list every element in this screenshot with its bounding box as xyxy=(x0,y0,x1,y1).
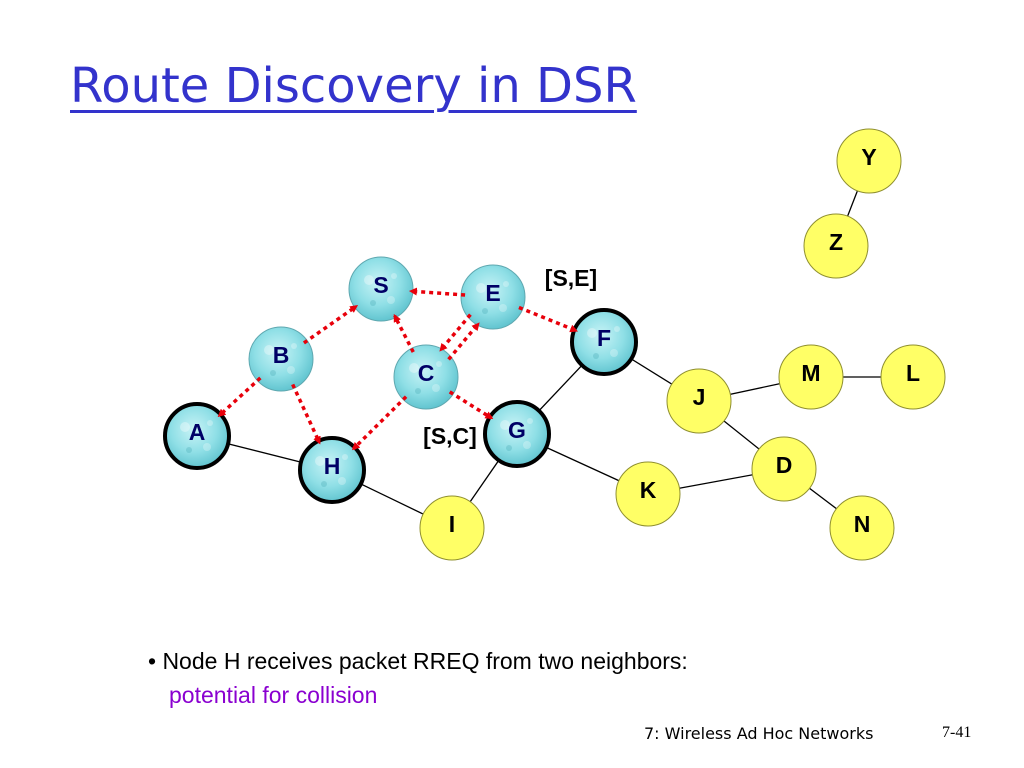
rreq-arrow-B-H xyxy=(291,383,322,445)
node-N: N xyxy=(829,495,895,561)
packet-label-1: [S,E] xyxy=(545,265,597,291)
node-L: L xyxy=(880,344,946,410)
node-I: I xyxy=(419,495,485,561)
node-G: G xyxy=(483,400,551,468)
packet-label-2: [S,C] xyxy=(423,423,477,449)
node-M: M xyxy=(778,344,844,410)
node-A: A xyxy=(163,402,231,470)
rreq-arrow-C-S xyxy=(393,313,415,353)
node-label-F: F xyxy=(597,325,611,351)
node-E: E xyxy=(460,264,526,330)
node-label-A: A xyxy=(189,419,206,445)
footer-course: 7: Wireless Ad Hoc Networks xyxy=(644,724,874,743)
node-label-Z: Z xyxy=(829,229,843,255)
node-B: B xyxy=(248,326,314,392)
node-H: H xyxy=(298,436,366,504)
node-label-H: H xyxy=(324,453,341,479)
bullet-point: • Node H receives packet RREQ from two n… xyxy=(148,648,688,674)
rreq-arrow-E-S xyxy=(408,287,466,297)
slide-title: Route Discovery in DSR xyxy=(70,58,637,114)
node-Y: Y xyxy=(836,128,902,194)
node-label-C: C xyxy=(418,360,435,386)
node-label-D: D xyxy=(776,452,793,478)
node-D: D xyxy=(751,436,817,502)
node-label-J: J xyxy=(693,384,706,410)
footer-page-number: 7-41 xyxy=(942,724,972,741)
node-label-G: G xyxy=(508,417,526,443)
rreq-arrow-B-A xyxy=(217,376,262,418)
nodes: S E B C A H G F I J K M L D N Y Z xyxy=(163,128,946,561)
node-label-K: K xyxy=(640,477,657,503)
node-label-I: I xyxy=(449,511,455,537)
rreq-arrow-E-F xyxy=(518,305,579,333)
node-F: F xyxy=(570,308,638,376)
node-label-E: E xyxy=(485,280,500,306)
rreq-arrow-C-G xyxy=(448,390,494,420)
node-label-Y: Y xyxy=(861,144,876,170)
rreq-arrow-C-H xyxy=(351,395,408,451)
node-label-L: L xyxy=(906,360,920,386)
node-label-N: N xyxy=(854,511,871,537)
rreq-arrow-B-S xyxy=(302,304,359,345)
node-S: S xyxy=(348,256,414,322)
rreq-arrow-E-C xyxy=(439,313,472,352)
bullet-subtext: potential for collision xyxy=(169,682,378,708)
rreq-arrows xyxy=(217,287,579,451)
node-label-S: S xyxy=(373,272,388,298)
node-C: C xyxy=(393,344,459,410)
node-J: J xyxy=(666,368,732,434)
node-Z: Z xyxy=(803,213,869,279)
node-label-B: B xyxy=(273,342,290,368)
node-K: K xyxy=(615,461,681,527)
node-label-M: M xyxy=(801,360,820,386)
rreq-arrow-C-E xyxy=(447,322,480,361)
